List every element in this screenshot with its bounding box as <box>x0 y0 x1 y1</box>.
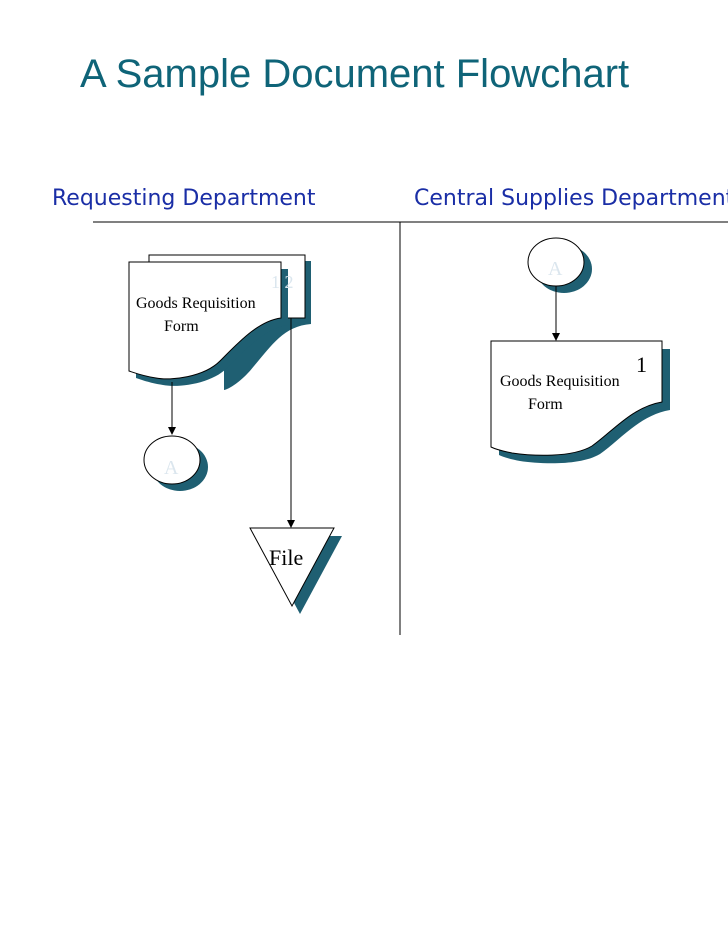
file-symbol: File <box>249 527 342 614</box>
document-label-line1-central: Goods Requisition <box>500 373 620 390</box>
connector-label: A <box>164 457 179 479</box>
document-label-line2: Form <box>164 318 199 335</box>
requisition-document-two-copies: 1 2 Goods Requisition Form <box>128 254 311 390</box>
document-label-line2-central: Form <box>528 396 563 413</box>
offpage-connector-a-left: A <box>143 435 208 491</box>
document-number: 1 <box>636 352 647 377</box>
document-label-line1: Goods Requisition <box>136 295 256 312</box>
offpage-connector-a-right: A <box>527 237 592 293</box>
connector-label-right: A <box>548 258 563 280</box>
requisition-document-central: 1 Goods Requisition Form <box>490 340 670 464</box>
document-copy-number: 1 2 <box>271 272 294 292</box>
lane-title-requesting: Requesting Department <box>52 186 316 211</box>
page-title: A Sample Document Flowchart <box>80 52 630 96</box>
file-label: File <box>269 545 303 570</box>
lane-title-central-supplies: Central Supplies Department <box>414 186 728 211</box>
